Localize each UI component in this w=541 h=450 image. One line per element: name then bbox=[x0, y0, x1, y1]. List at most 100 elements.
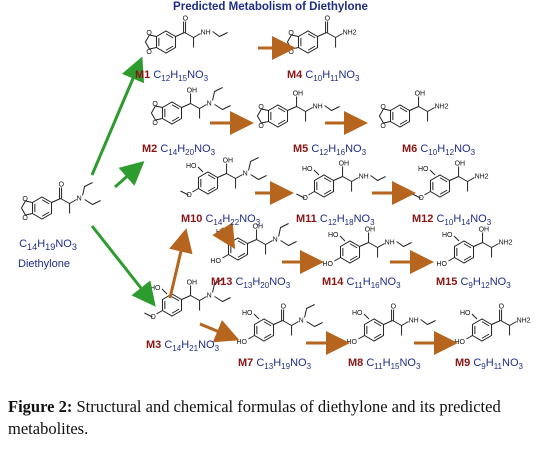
svg-text:OH: OH bbox=[479, 227, 490, 234]
formula-m11: C12H18NO3 bbox=[319, 213, 375, 228]
svg-text:OH: OH bbox=[455, 161, 466, 168]
svg-text:OH: OH bbox=[293, 91, 304, 98]
svg-text:O: O bbox=[302, 195, 308, 202]
svg-text:HO: HO bbox=[454, 339, 465, 346]
label-m2: M2 C14H20NO3 bbox=[142, 143, 215, 157]
svg-text:HO: HO bbox=[242, 310, 253, 317]
arrow-parent-m1 bbox=[90, 56, 145, 176]
structure-m9: HO HO O NH2 bbox=[454, 304, 530, 347]
svg-text:O: O bbox=[146, 30, 152, 37]
parent-name: Diethylone bbox=[18, 258, 70, 270]
svg-text:NH: NH bbox=[201, 30, 211, 37]
svg-text:NH2: NH2 bbox=[517, 318, 531, 325]
label-m7: M7 C13H19NO3 bbox=[238, 357, 311, 371]
svg-text:O: O bbox=[499, 304, 505, 311]
structure-m11: HO O OH NH bbox=[296, 161, 386, 202]
code-m6: M6 bbox=[402, 143, 418, 155]
formula-m14: C11H16NO3 bbox=[346, 276, 401, 291]
svg-text:O: O bbox=[22, 215, 28, 222]
figure-caption: Figure 2: Structural and chemical formul… bbox=[8, 396, 533, 440]
svg-text:HO: HO bbox=[442, 232, 453, 239]
svg-text:O: O bbox=[325, 16, 331, 23]
label-m1: M1 C12H15NO3 bbox=[135, 69, 208, 83]
svg-text:OH: OH bbox=[339, 161, 350, 168]
code-m12: M12 bbox=[412, 213, 434, 225]
code-m11: M11 bbox=[296, 213, 317, 225]
svg-text:O: O bbox=[22, 196, 28, 203]
svg-text:OH: OH bbox=[365, 227, 376, 234]
structure-m1: O O O NH bbox=[144, 16, 228, 56]
formula-m12: C10H14NO3 bbox=[436, 213, 492, 228]
structure-m2: O O OH N bbox=[150, 87, 231, 127]
code-m15: M15 bbox=[436, 276, 458, 288]
label-m4: M4 C10H11NO3 bbox=[287, 69, 359, 83]
svg-text:O: O bbox=[152, 101, 158, 108]
formula-m9: C9H11NO3 bbox=[473, 357, 523, 372]
code-m4: M4 bbox=[287, 69, 303, 81]
svg-text:HO: HO bbox=[418, 166, 429, 173]
svg-text:OH: OH bbox=[415, 91, 426, 98]
svg-text:OH: OH bbox=[253, 224, 264, 231]
label-m15: M15 C9H12NO3 bbox=[436, 276, 511, 290]
svg-text:OH: OH bbox=[187, 280, 198, 287]
svg-text:HO: HO bbox=[302, 166, 313, 173]
formula-m10: C14H22NO3 bbox=[205, 213, 261, 228]
figure-title: Predicted Metabolism of Diethylone bbox=[173, 1, 368, 13]
code-m5: M5 bbox=[293, 143, 309, 155]
caption-text: Structural and chemical formulas of diet… bbox=[8, 397, 501, 438]
label-m8: M8 C11H15NO3 bbox=[348, 357, 420, 371]
svg-text:NH2: NH2 bbox=[435, 104, 449, 111]
svg-text:NH: NH bbox=[385, 240, 395, 247]
svg-text:NH: NH bbox=[359, 174, 369, 181]
svg-text:HO: HO bbox=[460, 310, 471, 317]
code-m13: M13 bbox=[211, 276, 233, 288]
formula-m7: C13H19NO3 bbox=[256, 357, 312, 372]
code-m10: M10 bbox=[181, 213, 203, 225]
formula-m1: C12H15NO3 bbox=[153, 69, 209, 84]
arrow-m3-m10 bbox=[168, 228, 193, 299]
structure-m7: HO HO O N bbox=[236, 304, 323, 346]
svg-text:O: O bbox=[380, 123, 386, 130]
svg-text:NH2: NH2 bbox=[499, 240, 513, 247]
svg-text:NH2: NH2 bbox=[475, 174, 489, 181]
label-m5: M5 C12H16NO3 bbox=[293, 143, 366, 157]
svg-text:O: O bbox=[288, 49, 294, 56]
svg-text:HO: HO bbox=[328, 232, 339, 239]
svg-text:O: O bbox=[152, 120, 158, 127]
svg-text:HO: HO bbox=[236, 339, 247, 346]
formula-m8: C11H15NO3 bbox=[366, 357, 421, 372]
svg-text:OH: OH bbox=[187, 88, 198, 95]
svg-text:O: O bbox=[146, 49, 152, 56]
caption-label: Figure 2: bbox=[8, 397, 73, 416]
svg-text:O: O bbox=[281, 304, 287, 311]
code-m3: M3 bbox=[146, 339, 162, 351]
label-m11: M11 C12H18NO3 bbox=[296, 213, 375, 227]
svg-text:O: O bbox=[183, 16, 189, 23]
formula-m6: C10H12NO3 bbox=[420, 143, 476, 158]
arrow-m10-m13 bbox=[212, 222, 236, 250]
svg-text:O: O bbox=[418, 195, 424, 202]
svg-text:NH: NH bbox=[409, 318, 419, 325]
svg-text:HO: HO bbox=[352, 310, 363, 317]
label-m14: M14 C11H16NO3 bbox=[322, 276, 401, 290]
svg-text:NH2: NH2 bbox=[343, 30, 357, 37]
parent-formula: C14H19NO3 bbox=[19, 238, 77, 253]
svg-text:N: N bbox=[207, 293, 212, 300]
formula-m2: C14H20NO3 bbox=[160, 143, 216, 158]
label-m3: M3 C14H21NO3 bbox=[146, 339, 219, 353]
svg-text:O: O bbox=[186, 192, 192, 199]
svg-text:HO: HO bbox=[150, 285, 161, 292]
svg-text:HO: HO bbox=[346, 339, 357, 346]
svg-text:N: N bbox=[207, 101, 212, 108]
svg-text:N: N bbox=[299, 318, 304, 325]
svg-text:N: N bbox=[77, 196, 82, 203]
svg-text:N: N bbox=[273, 237, 278, 244]
label-m6: M6 C10H12NO3 bbox=[402, 143, 475, 157]
